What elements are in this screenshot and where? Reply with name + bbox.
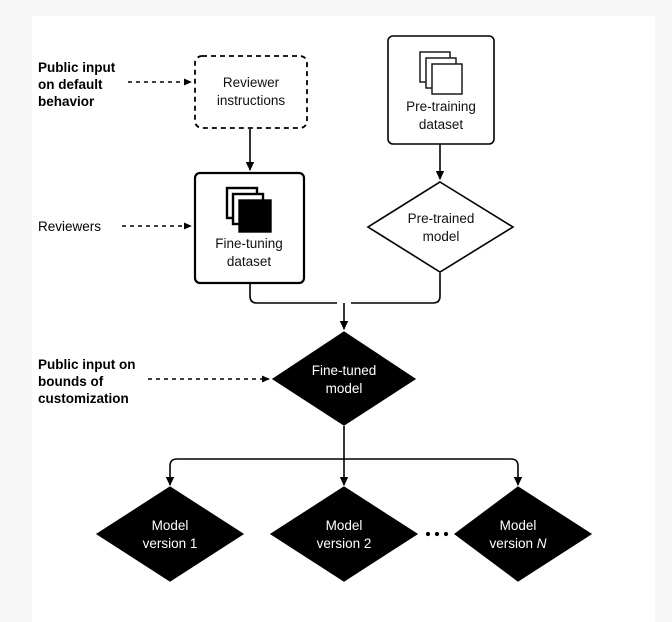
pre-training-dataset-label-line1: Pre-training — [406, 99, 476, 114]
node-pre-training-dataset[interactable]: Pre-training dataset — [387, 35, 495, 145]
stacked-sheets-filled-icon — [225, 186, 272, 233]
node-model-version-1[interactable]: Model version 1 — [95, 486, 245, 582]
node-fine-tuning-dataset[interactable]: Fine-tuning dataset — [193, 171, 306, 285]
fine-tuning-dataset-label-line2: dataset — [227, 254, 272, 269]
model-version-2-label-line2: version 2 — [317, 536, 372, 551]
pre-trained-model-label-line1: Pre-trained — [408, 211, 475, 226]
public-input-default-behavior-line1: Public input — [38, 60, 116, 75]
public-input-default-behavior-line2: on default — [38, 77, 103, 92]
fine-tuned-model-label-line1: Fine-tuned — [312, 363, 377, 378]
model-version-n-label-line1: Model — [500, 518, 537, 533]
edge-split-bus-right — [344, 458, 523, 486]
node-model-version-n[interactable]: Model version N — [453, 486, 593, 582]
model-version-1-label-line2: version 1 — [143, 536, 198, 551]
node-reviewer-instructions[interactable]: Reviewer instructions — [194, 55, 308, 129]
public-input-bounds-line3: customization — [38, 391, 129, 406]
model-version-n-label-line2: version N — [489, 536, 546, 551]
fine-tuning-dataset-label-line1: Fine-tuning — [215, 236, 283, 251]
reviewer-instructions-box — [194, 55, 308, 129]
reviewers-label: Reviewers — [38, 219, 101, 234]
reviewer-instructions-label-line1: Reviewer — [223, 75, 280, 90]
reviewer-instructions-label-line2: instructions — [217, 93, 286, 108]
pre-trained-model-label-line2: model — [423, 229, 460, 244]
fine-tuned-model-diamond — [271, 331, 417, 426]
label-reviewers: Reviewers — [38, 219, 101, 234]
ellipsis-between-versions — [425, 531, 449, 537]
pre-trained-model-diamond — [366, 181, 515, 273]
fine-tuned-model-label-line2: model — [326, 381, 363, 396]
public-input-bounds-line1: Public input on — [38, 357, 136, 372]
model-version-2-diamond — [269, 486, 419, 582]
public-input-bounds-line2: bounds of — [38, 374, 104, 389]
node-pre-trained-model[interactable]: Pre-trained model — [366, 181, 515, 273]
model-version-n-diamond — [453, 486, 593, 582]
public-input-default-behavior-line3: behavior — [38, 94, 95, 109]
edge-split-bus-left — [165, 458, 344, 486]
node-fine-tuned-model[interactable]: Fine-tuned model — [271, 331, 417, 426]
stacked-sheets-outline-icon — [419, 51, 463, 95]
edge-pre-trained-model-to-merge — [351, 273, 441, 304]
model-version-n-label-italic-suffix: N — [537, 536, 547, 551]
node-model-version-2[interactable]: Model version 2 — [269, 486, 419, 582]
edge-fine-tuning-dataset-to-merge — [249, 284, 337, 304]
model-version-1-diamond — [95, 486, 245, 582]
model-version-1-label-line1: Model — [152, 518, 189, 533]
pre-training-dataset-label-line2: dataset — [419, 117, 464, 132]
model-version-2-label-line1: Model — [326, 518, 363, 533]
label-public-input-bounds-customization: Public input on bounds of customization — [38, 357, 136, 406]
model-version-n-label-prefix: version — [489, 536, 536, 551]
label-public-input-default-behavior: Public input on default behavior — [38, 60, 116, 109]
